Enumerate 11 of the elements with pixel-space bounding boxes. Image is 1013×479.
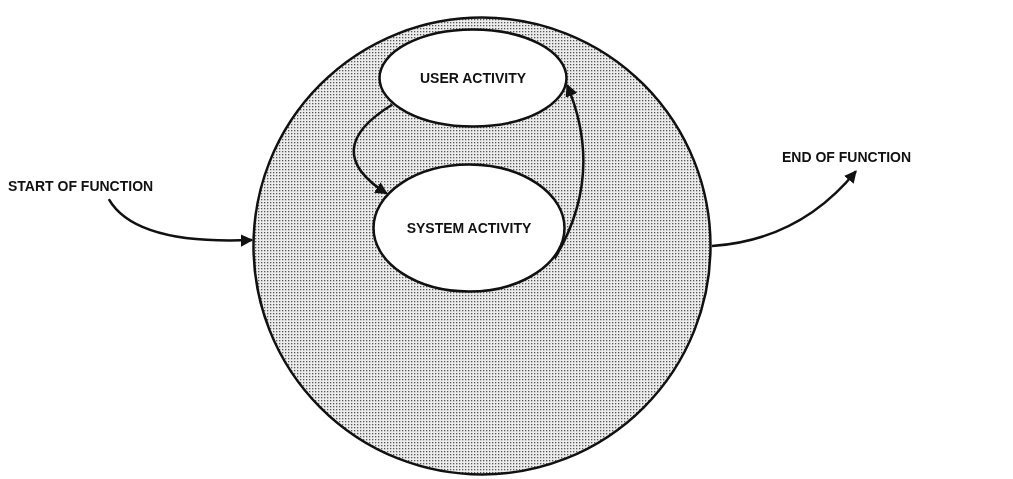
flow-label: END OF FUNCTION — [782, 149, 912, 165]
arrow — [711, 170, 857, 248]
activity-label: USER ACTIVITY — [420, 70, 526, 86]
activity-ellipse — [378, 28, 568, 128]
arrow — [107, 198, 254, 247]
arrow — [553, 83, 585, 260]
stippled-circle — [252, 16, 712, 476]
arrow — [352, 103, 394, 195]
flow-label: START OF FUNCTION — [8, 178, 154, 194]
activity-ellipse — [372, 163, 566, 293]
activity-label: SYSTEM ACTIVITY — [406, 220, 532, 236]
